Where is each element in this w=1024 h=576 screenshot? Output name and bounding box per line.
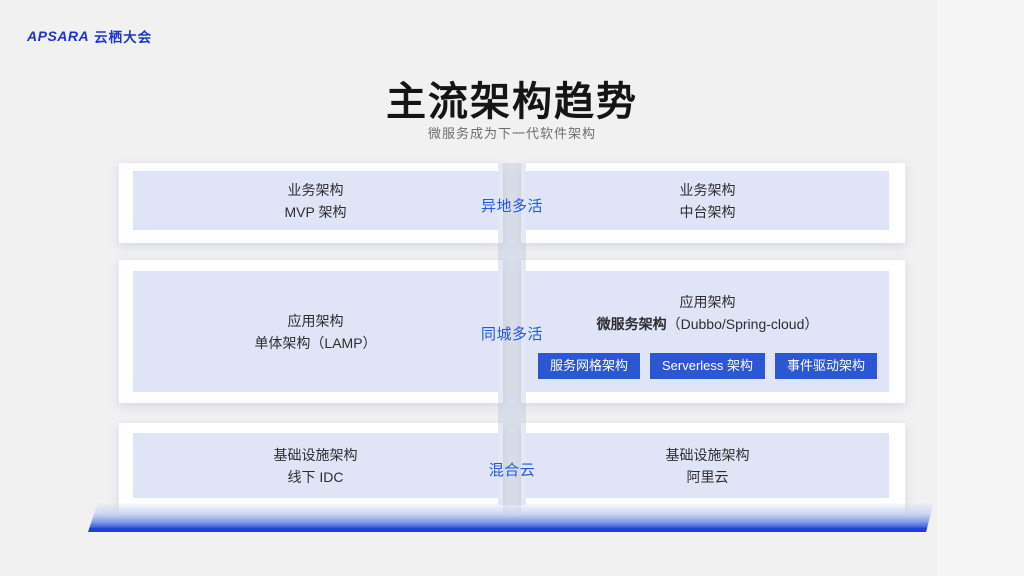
connector-same-city-multi-active: 同城多活 [480, 326, 543, 343]
tag-service-mesh: 服务网格架构 [537, 353, 640, 379]
box-business-midplatform: 业务架构 中台架构 [526, 171, 889, 230]
box-line: 单体架构（LAMP） [254, 334, 377, 351]
card-business-mvp: 业务架构 MVP 架构 [119, 163, 503, 243]
box-business-mvp: 业务架构 MVP 架构 [133, 171, 498, 230]
card-infra-idc: 基础设施架构 线下 IDC [119, 423, 503, 515]
box-infra-alicloud: 基础设施架构 阿里云 [526, 433, 889, 498]
microservices-label: 微服务架构 [596, 316, 667, 332]
connector-hybrid-cloud: 混合云 [488, 462, 536, 479]
box-line: 业务架构 [287, 181, 344, 198]
box-line: 应用架构 [287, 312, 344, 329]
box-line: 应用架构 [679, 294, 736, 310]
architecture-tags: 服务网格架构 Serverless 架构 事件驱动架构 [526, 353, 889, 379]
microservices-detail: （Dubbo/Spring-cloud） [666, 316, 819, 332]
box-line: 中台架构 [679, 203, 736, 220]
box-infra-idc: 基础设施架构 线下 IDC [133, 433, 498, 498]
connector-remote-multi-active: 异地多活 [480, 198, 543, 215]
box-line: 微服务架构（Dubbo/Spring-cloud） [597, 313, 819, 335]
logo-brand-text: APSARA [27, 28, 90, 44]
platform-bar [88, 502, 934, 532]
background-right-band [938, 0, 1024, 576]
logo-event-text: 云栖大会 [94, 30, 153, 45]
card-infra-alicloud: 基础设施架构 阿里云 [521, 423, 905, 515]
box-line: 基础设施架构 [273, 446, 358, 463]
apsara-logo: APSARA 云栖大会 [27, 26, 152, 46]
slide-subtitle: 微服务成为下一代软件架构 [427, 126, 596, 141]
box-line: 线下 IDC [287, 468, 344, 485]
center-band [498, 163, 526, 505]
box-line: 阿里云 [686, 468, 729, 485]
card-business-midplatform: 业务架构 中台架构 [521, 163, 905, 243]
slide-title: 主流架构趋势 [386, 80, 638, 124]
box-line: 基础设施架构 [665, 446, 750, 463]
box-line: MVP 架构 [284, 203, 347, 220]
box-line: 业务架构 [679, 181, 736, 198]
box-app-monolith: 应用架构 单体架构（LAMP） [133, 271, 498, 392]
card-app-monolith: 应用架构 单体架构（LAMP） [119, 260, 503, 403]
card-app-microservices: 应用架构 微服务架构（Dubbo/Spring-cloud） 服务网格架构 Se… [521, 260, 905, 403]
tag-serverless: Serverless 架构 [649, 353, 766, 379]
tag-event-driven: 事件驱动架构 [775, 353, 878, 379]
